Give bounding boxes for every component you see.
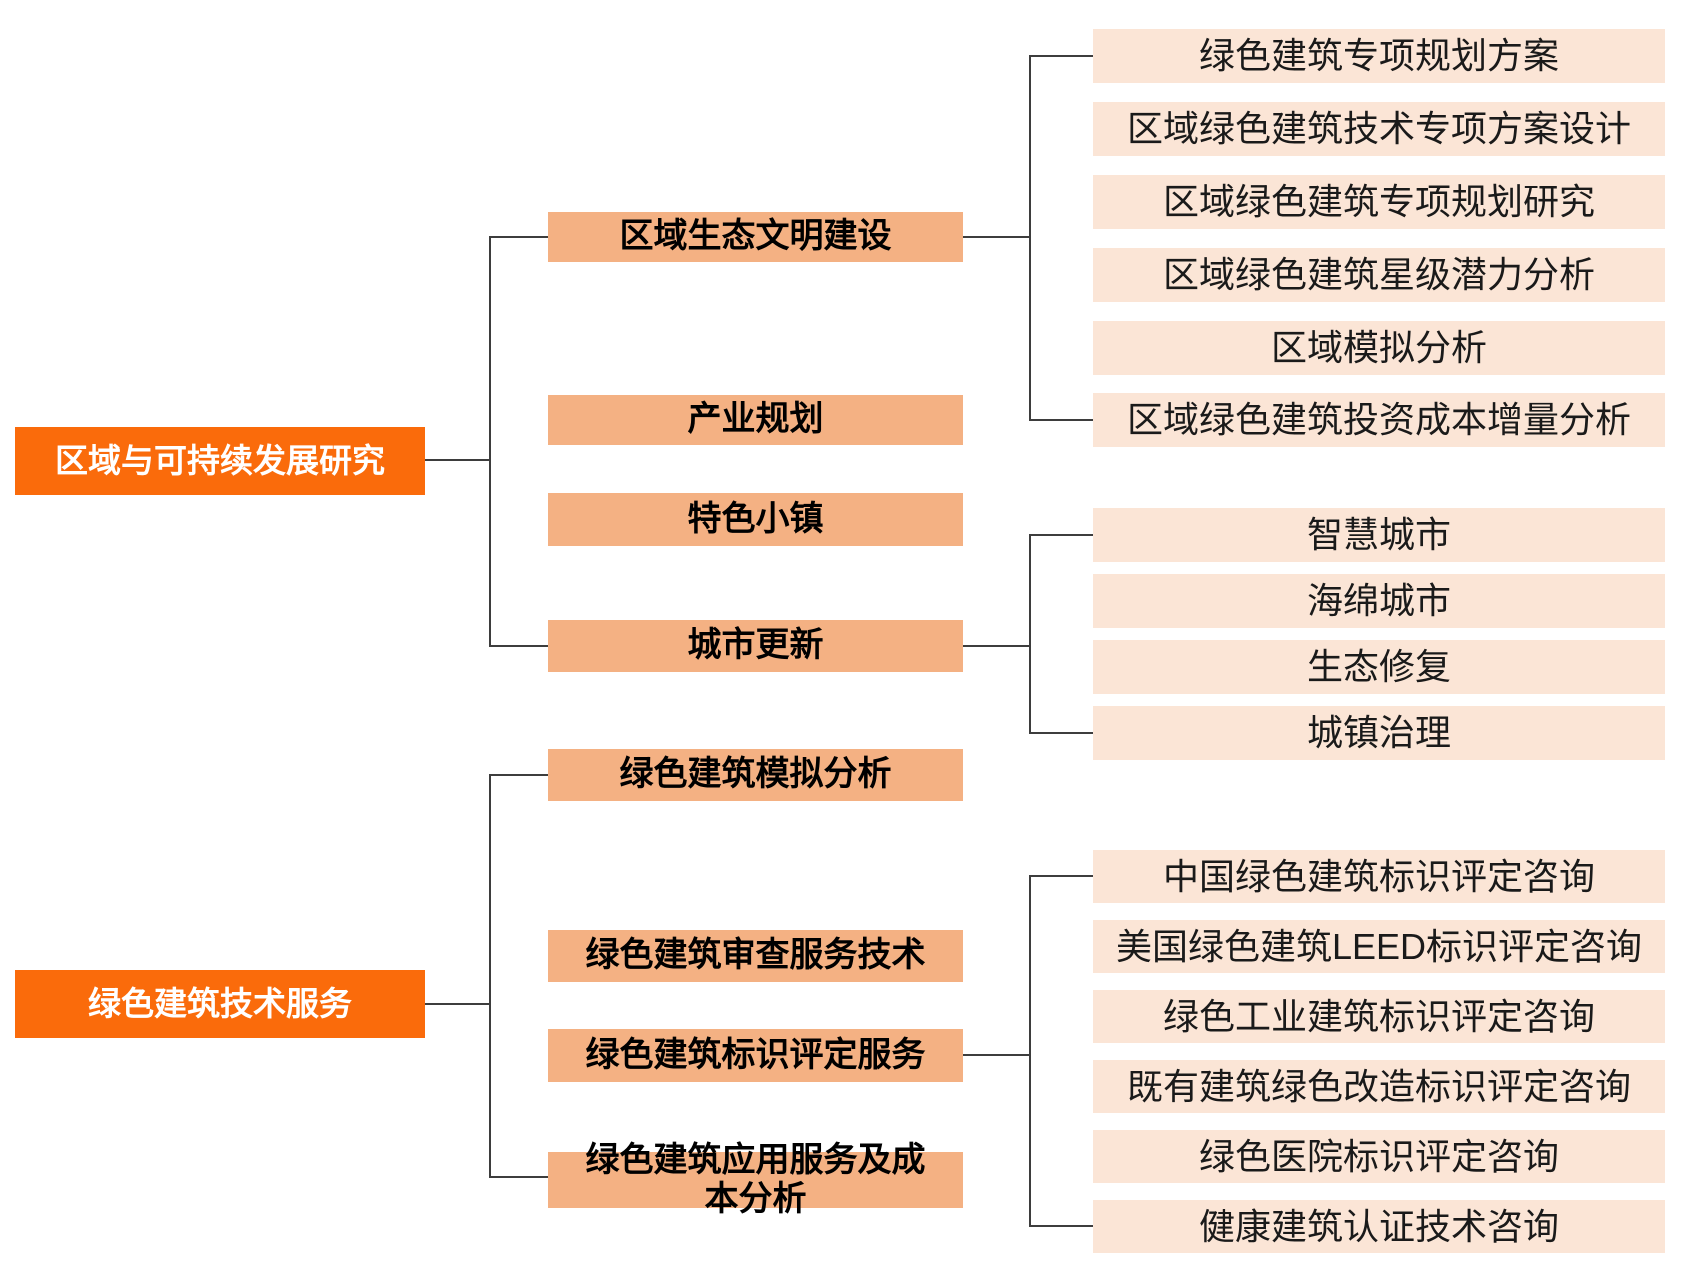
- node-label: 城镇治理: [1306, 712, 1451, 754]
- node-label: 绿色建筑模拟分析: [619, 755, 892, 794]
- connector-line: [963, 1054, 1030, 1056]
- leaf-node: 中国绿色建筑标识评定咨询: [1093, 850, 1665, 903]
- node-label: 区域绿色建筑投资成本增量分析: [1126, 399, 1631, 441]
- leaf-node: 区域绿色建筑星级潜力分析: [1093, 248, 1665, 302]
- leaf-node: 区域绿色建筑专项规划研究: [1093, 175, 1665, 229]
- branch-node-characteristic-town: 特色小镇: [548, 493, 963, 546]
- node-label: 绿色建筑技术服务: [88, 985, 352, 1023]
- node-label: 绿色建筑专项规划方案: [1198, 35, 1559, 77]
- root-node-green-building-technology-services: 绿色建筑技术服务: [15, 970, 425, 1038]
- node-label: 区域绿色建筑专项规划研究: [1162, 181, 1595, 223]
- branch-node-green-building-review-service: 绿色建筑审查服务技术: [548, 930, 963, 982]
- leaf-node: 区域绿色建筑投资成本增量分析: [1093, 393, 1665, 447]
- connector-line: [489, 236, 491, 647]
- node-label: 智慧城市: [1306, 514, 1451, 556]
- leaf-node: 城镇治理: [1093, 706, 1665, 760]
- connector-line: [1030, 875, 1093, 877]
- node-label: 绿色医院标识评定咨询: [1198, 1135, 1559, 1177]
- node-label: 特色小镇: [687, 499, 824, 538]
- connector-line: [489, 774, 491, 1178]
- node-label: 区域与可持续发展研究: [55, 442, 385, 480]
- connector-line: [425, 1003, 490, 1005]
- branch-node-regional-eco-civilization: 区域生态文明建设: [548, 212, 963, 262]
- branch-node-green-building-application-cost-analysis: 绿色建筑应用服务及成本分析: [548, 1141, 963, 1218]
- node-label: 绿色建筑审查服务技术: [585, 936, 926, 975]
- connector-line: [1030, 534, 1093, 536]
- node-label: 产业规划: [687, 400, 824, 439]
- connector-line: [1030, 419, 1093, 421]
- node-label: 健康建筑认证技术咨询: [1198, 1205, 1559, 1247]
- connector-line: [1030, 1225, 1093, 1227]
- connector-line: [490, 774, 548, 776]
- connector-line: [425, 459, 490, 461]
- leaf-node: 美国绿色建筑LEED标识评定咨询: [1093, 920, 1665, 973]
- connector-line: [490, 1176, 548, 1178]
- leaf-node: 既有建筑绿色改造标识评定咨询: [1093, 1060, 1665, 1113]
- connector-line: [490, 236, 548, 238]
- node-label: 中国绿色建筑标识评定咨询: [1162, 855, 1595, 897]
- node-label: 区域模拟分析: [1270, 327, 1487, 369]
- connector-line: [1030, 55, 1093, 57]
- leaf-node: 绿色医院标识评定咨询: [1093, 1130, 1665, 1183]
- leaf-node: 绿色建筑专项规划方案: [1093, 29, 1665, 83]
- node-label: 生态修复: [1306, 646, 1451, 688]
- leaf-node: 绿色工业建筑标识评定咨询: [1093, 990, 1665, 1043]
- leaf-node: 海绵城市: [1093, 574, 1665, 628]
- branch-node-green-building-label-assessment-service: 绿色建筑标识评定服务: [548, 1029, 963, 1082]
- node-label: 区域绿色建筑技术专项方案设计: [1126, 108, 1631, 150]
- connector-line: [490, 645, 548, 647]
- leaf-node: 健康建筑认证技术咨询: [1093, 1200, 1665, 1253]
- node-label: 绿色建筑应用服务及成本分析: [585, 1140, 926, 1218]
- connector-line: [1029, 55, 1031, 421]
- node-label: 美国绿色建筑LEED标识评定咨询: [1115, 925, 1643, 967]
- leaf-node: 生态修复: [1093, 640, 1665, 694]
- node-label: 绿色建筑标识评定服务: [585, 1035, 926, 1074]
- node-label: 海绵城市: [1306, 580, 1451, 622]
- connector-line: [1029, 875, 1031, 1227]
- connector-line: [1030, 732, 1093, 734]
- connector-line: [1029, 534, 1031, 734]
- node-label: 绿色工业建筑标识评定咨询: [1162, 995, 1595, 1037]
- node-label: 既有建筑绿色改造标识评定咨询: [1126, 1065, 1631, 1107]
- branch-node-industrial-planning: 产业规划: [548, 395, 963, 445]
- node-label: 区域生态文明建设: [619, 217, 892, 256]
- node-label: 城市更新: [687, 626, 824, 665]
- connector-line: [963, 645, 1030, 647]
- node-label: 区域绿色建筑星级潜力分析: [1162, 254, 1595, 296]
- root-node-regional-sustainable-development-research: 区域与可持续发展研究: [15, 427, 425, 495]
- leaf-node: 智慧城市: [1093, 508, 1665, 562]
- branch-node-urban-renewal: 城市更新: [548, 620, 963, 672]
- leaf-node: 区域模拟分析: [1093, 321, 1665, 375]
- connector-line: [963, 236, 1030, 238]
- leaf-node: 区域绿色建筑技术专项方案设计: [1093, 102, 1665, 156]
- branch-node-green-building-simulation-analysis: 绿色建筑模拟分析: [548, 749, 963, 801]
